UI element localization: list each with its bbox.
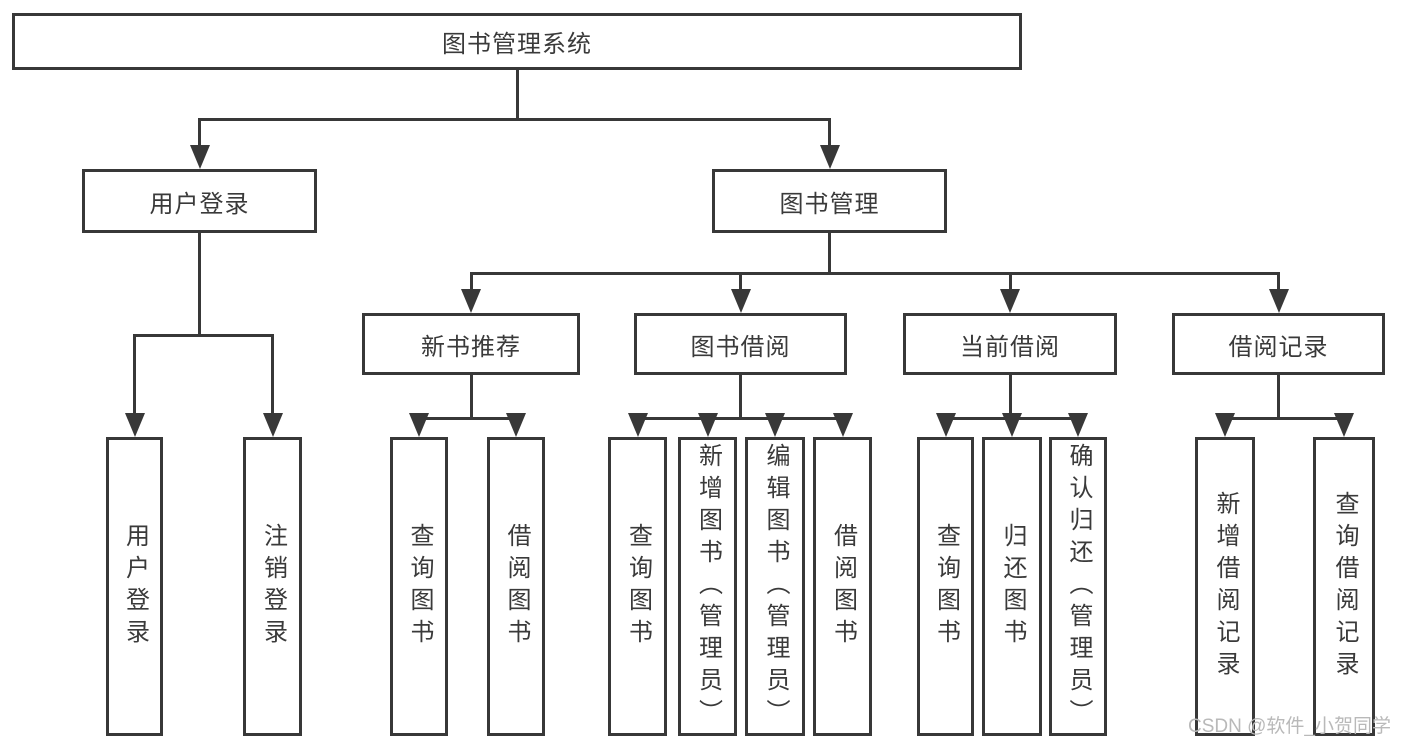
edge-line (828, 119, 831, 149)
node-label-leaf-add-record: 新增借阅记录 (1212, 490, 1239, 683)
edge-line (198, 119, 201, 149)
node-leaf-borrow-books-1: 借阅图书 (487, 437, 545, 736)
edge-line (417, 416, 518, 420)
node-label-leaf-borrow-books-2: 借阅图书 (829, 522, 857, 651)
node-leaf-add-books: 新增图书（管理员） (678, 437, 737, 736)
node-leaf-query-books-1: 查询图书 (390, 437, 448, 736)
arrowhead-down-icon (461, 289, 481, 313)
edge-line (133, 335, 136, 417)
node-book-borrow: 图书借阅 (634, 313, 847, 375)
edge-line (133, 333, 274, 337)
edge-line (739, 273, 742, 293)
arrowhead-down-icon (730, 289, 751, 313)
node-label-leaf-query-record: 查询借阅记录 (1331, 490, 1358, 683)
arrowhead-down-icon (1334, 413, 1354, 437)
node-leaf-query-books-3: 查询图书 (917, 437, 974, 736)
edge-line (828, 233, 831, 273)
node-leaf-logout: 注销登录 (243, 437, 302, 736)
arrowhead-down-icon (765, 413, 785, 437)
edge-line (469, 271, 1280, 275)
edge-line (515, 70, 519, 119)
node-label-book-borrow: 图书借阅 (690, 333, 791, 361)
node-leaf-borrow-books-2: 借阅图书 (813, 437, 872, 736)
arrowhead-down-icon (1268, 289, 1289, 313)
edge-line (1277, 375, 1280, 418)
arrowhead-down-icon (124, 413, 145, 437)
node-leaf-user-login: 用户登录 (106, 437, 163, 736)
edge-line (739, 375, 742, 418)
node-label-leaf-logout: 注销登录 (259, 522, 287, 651)
node-label-user-login: 用户登录 (149, 190, 250, 218)
node-label-root: 图书管理系统 (442, 31, 592, 58)
node-book-mgmt: 图书管理 (712, 169, 947, 233)
node-leaf-return-books: 归还图书 (982, 437, 1042, 736)
arrowhead-down-icon (1215, 413, 1235, 437)
edge-line (198, 233, 201, 335)
node-current-borrow: 当前借阅 (903, 313, 1117, 375)
arrowhead-down-icon (409, 413, 429, 437)
arrowhead-down-icon (1000, 289, 1020, 313)
edge-line (271, 335, 274, 417)
node-root: 图书管理系统 (12, 13, 1022, 70)
node-label-leaf-query-books-2: 查询图书 (624, 522, 652, 651)
arrowhead-down-icon (506, 413, 526, 437)
edge-line (1008, 375, 1012, 418)
node-label-leaf-borrow-books-1: 借阅图书 (503, 522, 530, 651)
arrowhead-down-icon (627, 413, 648, 437)
node-new-book-rec: 新书推荐 (362, 313, 580, 375)
node-leaf-edit-books: 编辑图书（管理员） (745, 437, 805, 736)
node-label-leaf-query-books-1: 查询图书 (406, 522, 433, 651)
node-leaf-query-books-2: 查询图书 (608, 437, 667, 736)
arrowhead-down-icon (819, 145, 840, 169)
edge-line (469, 273, 473, 293)
node-label-book-mgmt: 图书管理 (779, 190, 880, 218)
edge-line (1008, 273, 1012, 293)
arrowhead-down-icon (1002, 413, 1022, 437)
arrowhead-down-icon (832, 413, 853, 437)
node-borrow-records: 借阅记录 (1172, 313, 1385, 375)
node-label-leaf-add-books: 新增图书（管理员） (694, 442, 722, 731)
node-label-new-book-rec: 新书推荐 (421, 333, 521, 361)
arrowhead-down-icon (1068, 413, 1088, 437)
node-label-leaf-user-login: 用户登录 (121, 522, 149, 651)
node-leaf-add-record: 新增借阅记录 (1195, 437, 1255, 736)
edge-line (636, 416, 844, 420)
edge-line (198, 117, 831, 121)
node-user-login: 用户登录 (82, 169, 317, 233)
edge-line (1277, 273, 1280, 293)
edge-line (1223, 416, 1346, 420)
arrowhead-down-icon (262, 413, 283, 437)
node-label-borrow-records: 借阅记录 (1228, 333, 1329, 361)
node-label-leaf-query-books-3: 查询图书 (932, 522, 960, 651)
node-leaf-confirm-return: 确认归还（管理员） (1049, 437, 1107, 736)
arrowhead-down-icon (935, 413, 956, 437)
arrowhead-down-icon (697, 413, 718, 437)
node-leaf-query-record: 查询借阅记录 (1313, 437, 1375, 736)
arrowhead-down-icon (189, 145, 210, 169)
edge-line (469, 375, 473, 418)
node-label-leaf-return-books: 归还图书 (999, 522, 1026, 651)
node-label-current-borrow: 当前借阅 (960, 333, 1060, 361)
node-label-leaf-confirm-return: 确认归还（管理员） (1065, 442, 1092, 731)
node-label-leaf-edit-books: 编辑图书（管理员） (762, 442, 789, 731)
csdn-watermark: CSDN @软件_小贺同学 (1188, 716, 1391, 737)
